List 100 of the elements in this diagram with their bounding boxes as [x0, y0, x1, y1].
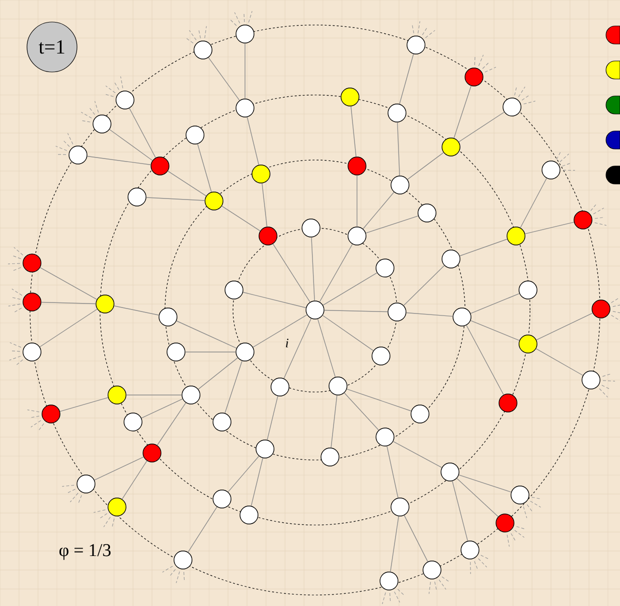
network-node — [518, 280, 538, 300]
link-line — [129, 108, 156, 158]
network-node — [150, 156, 170, 176]
network-node — [582, 370, 600, 390]
link-line — [250, 458, 264, 506]
link-line — [197, 144, 212, 192]
parameter-label: φ = 1/3 — [59, 544, 111, 560]
network-node — [22, 342, 42, 362]
network-node — [236, 342, 254, 362]
network-node — [68, 146, 88, 164]
network-node — [410, 404, 430, 424]
network-node — [174, 550, 192, 570]
link-line — [40, 267, 98, 300]
link-line — [459, 238, 508, 256]
link-line — [452, 480, 468, 542]
link-line — [284, 318, 312, 379]
network-node — [108, 498, 126, 516]
network-node — [388, 302, 406, 322]
network-node — [158, 308, 178, 326]
link-line — [168, 170, 206, 196]
network-node — [442, 250, 460, 268]
network-node — [270, 378, 290, 396]
network-node — [194, 40, 212, 60]
network-node — [574, 210, 592, 230]
network-node — [182, 386, 200, 404]
network-node — [498, 394, 518, 412]
network-node — [258, 226, 278, 246]
network-node — [22, 292, 42, 312]
link-line — [141, 398, 183, 418]
link-line — [386, 446, 398, 498]
link-line — [109, 129, 153, 161]
network-node — [348, 156, 366, 176]
link-line — [520, 178, 547, 228]
link-line — [224, 360, 242, 414]
link-line — [322, 315, 374, 352]
network-node — [166, 342, 186, 362]
link-line — [156, 402, 186, 446]
link-line — [208, 57, 240, 101]
network-node — [390, 176, 410, 194]
link-line — [392, 441, 442, 468]
network-node — [224, 280, 244, 300]
network-node — [506, 226, 526, 246]
network-node — [142, 444, 162, 462]
network-node — [96, 294, 114, 314]
link-line — [146, 197, 206, 201]
link-line — [330, 394, 338, 448]
network-node — [592, 300, 610, 318]
network-node — [256, 440, 274, 458]
network-node — [302, 218, 320, 238]
network-node — [348, 226, 366, 246]
network-node — [236, 24, 254, 44]
link-line — [94, 456, 144, 480]
link-line — [458, 474, 512, 492]
network-node — [452, 308, 472, 326]
network-node — [212, 490, 232, 508]
link-line — [406, 312, 454, 317]
link-line — [114, 306, 160, 316]
network-node — [186, 126, 204, 144]
link-line — [470, 320, 520, 341]
network-node — [418, 204, 436, 222]
link-line — [311, 237, 315, 302]
link-line — [41, 302, 96, 304]
network-node — [376, 258, 394, 278]
network-node — [388, 104, 406, 122]
network-node — [42, 404, 60, 424]
network-node — [518, 334, 538, 354]
network-node — [442, 138, 460, 156]
link-line — [246, 116, 260, 166]
network-node — [320, 448, 340, 466]
link-line — [470, 293, 520, 314]
network-node — [380, 572, 398, 590]
link-line — [60, 397, 108, 412]
link-line — [399, 54, 414, 104]
link-line — [198, 357, 238, 390]
link-line — [362, 192, 394, 230]
network-node — [22, 254, 42, 272]
link-line — [404, 515, 428, 562]
link-line — [188, 506, 218, 552]
network-node — [422, 560, 442, 580]
network-node — [128, 188, 146, 206]
network-node — [510, 486, 530, 504]
network-node — [542, 160, 560, 180]
link-line — [122, 460, 148, 500]
link-line — [317, 318, 336, 378]
network-node — [440, 462, 460, 482]
link-line — [322, 272, 378, 306]
link-line — [390, 516, 399, 572]
network-node — [328, 376, 348, 396]
link-line — [407, 152, 444, 180]
link-line — [397, 122, 400, 176]
network-node — [252, 164, 270, 184]
link-line — [319, 244, 353, 302]
link-line — [403, 265, 445, 306]
link-line — [536, 348, 584, 376]
network-node — [236, 98, 254, 118]
network-node — [340, 88, 360, 106]
link-line — [456, 478, 498, 517]
network-node — [372, 346, 390, 366]
network-node — [502, 98, 522, 116]
link-line — [252, 314, 308, 348]
